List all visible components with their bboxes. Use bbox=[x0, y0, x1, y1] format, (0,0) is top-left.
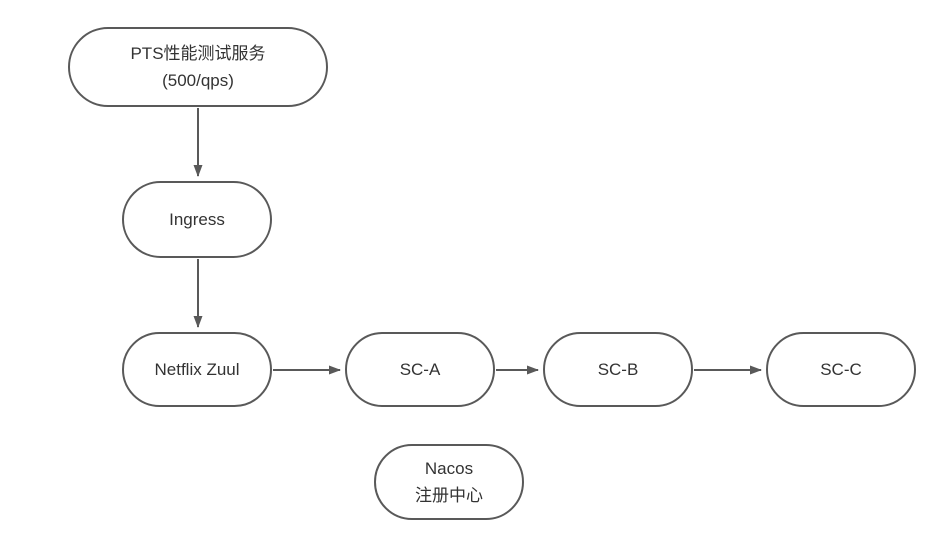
node-pts-label-line1: PTS性能测试服务 bbox=[130, 43, 266, 63]
node-pts-label-line2: (500/qps) bbox=[162, 71, 234, 90]
node-pts-performance-test: PTS性能测试服务 (500/qps) bbox=[68, 27, 328, 107]
node-ingress: Ingress bbox=[122, 181, 272, 258]
node-sc-a-label: SC-A bbox=[399, 359, 441, 379]
node-nacos-registry: Nacos 注册中心 bbox=[374, 444, 524, 520]
node-sc-c-label: SC-C bbox=[820, 359, 862, 379]
node-sc-b: SC-B bbox=[543, 332, 693, 407]
node-sc-c: SC-C bbox=[766, 332, 916, 407]
node-nacos-label-line1: Nacos bbox=[424, 458, 474, 478]
node-ingress-label: Ingress bbox=[169, 209, 225, 229]
node-sc-b-label: SC-B bbox=[597, 359, 639, 379]
node-netflix-zuul-label: Netflix Zuul bbox=[154, 359, 240, 379]
node-nacos-label-line2: 注册中心 bbox=[415, 486, 483, 505]
node-netflix-zuul: Netflix Zuul bbox=[122, 332, 272, 407]
node-sc-a: SC-A bbox=[345, 332, 495, 407]
